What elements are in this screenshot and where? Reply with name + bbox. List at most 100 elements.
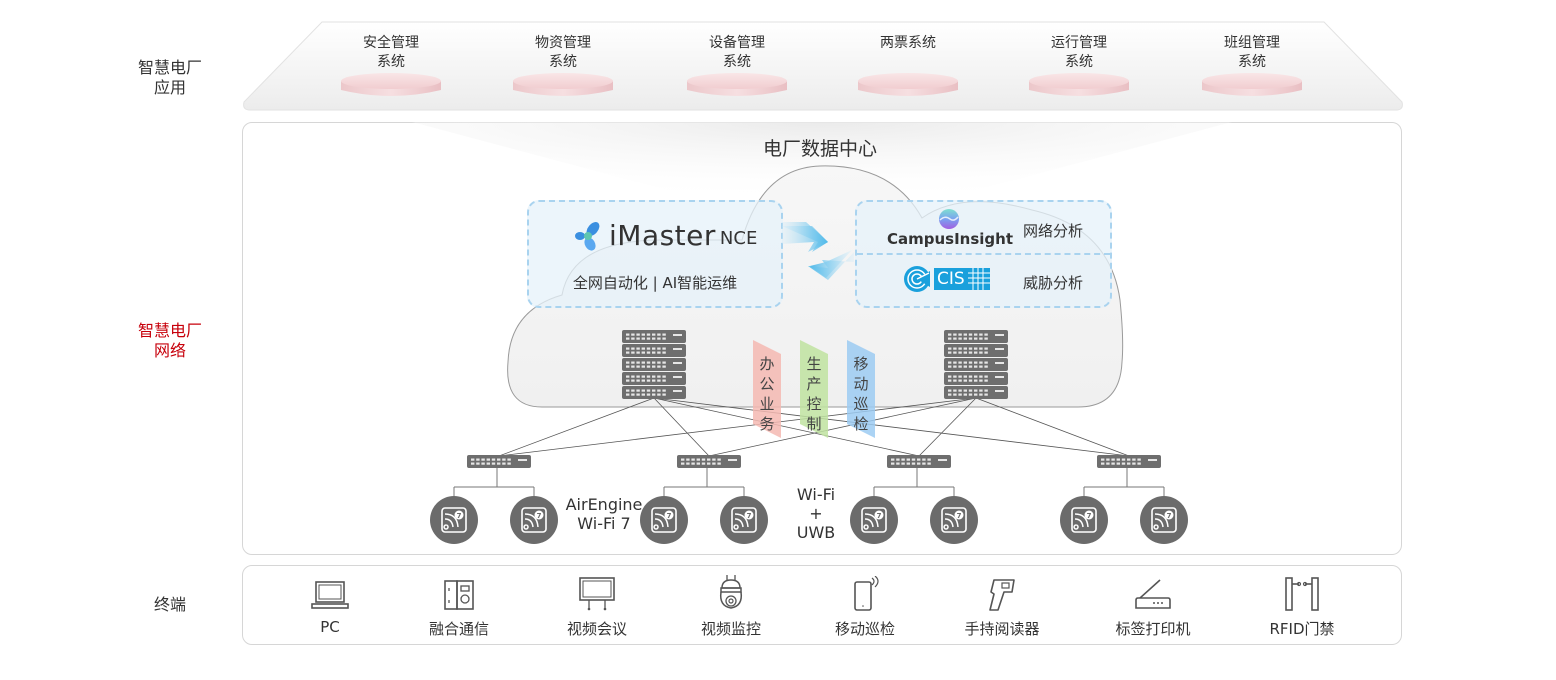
datacenter-title: 电厂数据中心 [762,138,877,160]
svg-text:7: 7 [957,512,962,520]
wifi7-access-point-icon: 7 [720,496,768,544]
app-item-label-line2: 系统 [1065,54,1093,70]
wifi7-access-point-icon: 7 [1140,496,1188,544]
app-item[interactable]: 运行管理系统 [1024,34,1134,72]
svg-text:7: 7 [747,512,752,520]
airengine-label-line2: Wi-Fi 7 [577,514,631,533]
terminal-item[interactable]: 融合通信 [399,574,519,639]
wifi-uwb-label-line3: UWB [796,523,836,542]
app-platform-disc [858,73,958,96]
uplink-line [653,397,710,457]
wifi7-access-point-icon: 7 [930,496,978,544]
terminal-label: 手持阅读器 [964,620,1040,638]
wifi7-access-point-icon: 7 [510,496,558,544]
app-item-label-line1: 物资管理 [535,35,591,51]
service-tag-label: 生产控制 [806,355,822,433]
access-switch-icon [1097,455,1161,468]
uplink-line [653,397,920,457]
row-label-network-line2: 网络 [153,341,186,360]
svg-text:7: 7 [667,512,672,520]
airengine-label-line1: AirEngine [565,495,643,514]
campusinsight-brand: CampusInsight [887,230,1014,248]
access-switch-icon [677,455,741,468]
app-item-label-line2: 系统 [1238,54,1266,70]
threat-analysis-label: 威胁分析 [1023,274,1084,292]
app-platform-disc [1029,73,1129,96]
terminal-label: 移动巡检 [834,620,895,638]
terminal-item[interactable]: 移动巡检 [805,574,925,639]
svg-text:7: 7 [537,512,542,520]
terminal-label: 视频会议 [566,620,627,638]
intercom-icon [399,574,519,612]
wifi7-access-point-icon: 7 [640,496,688,544]
airengine-label: AirEngine Wi-Fi 7 [560,495,648,533]
svg-text:7: 7 [1087,512,1092,520]
terminal-label: PC [320,618,340,636]
terminal-label: 标签打印机 [1115,620,1191,638]
wifi-uwb-label: Wi-Fi + UWB [788,485,844,542]
app-item-label-line2: 系统 [377,54,405,70]
terminal-item[interactable]: 视频监控 [671,574,791,639]
app-platform-disc [513,73,613,96]
terminal-item[interactable]: 视频会议 [537,574,657,639]
service-tag: 生产控制 [800,340,828,438]
terminal-item[interactable]: 手持阅读器 [942,574,1062,639]
app-item[interactable]: 设备管理系统 [682,34,792,72]
cis-grid-icon [967,268,990,290]
dome-camera-icon [671,574,791,612]
core-switch-rack-icon [622,330,686,399]
app-item[interactable]: 安全管理系统 [336,34,446,72]
app-item-label-line1: 安全管理 [363,35,419,51]
row-label-application-line2: 应用 [153,78,186,97]
row-label-application: 智慧电厂 应用 [110,58,230,98]
campusinsight-logo-icon [939,209,959,229]
laptop-icon [270,574,390,612]
uplink-line [498,397,977,457]
service-tag: 办公业务 [753,340,781,438]
row-label-terminal: 终端 [153,595,186,614]
rfid-gate-icon [1242,574,1362,612]
wifi7-access-point-icon: 7 [850,496,898,544]
video-conference-screen-icon [537,574,657,612]
app-item[interactable]: 班组管理系统 [1197,34,1307,72]
service-tag-ribbon [753,340,781,438]
row-label-network-line1: 智慧电厂 [137,321,202,340]
app-platform-disc [687,73,787,96]
app-platform-disc [1202,73,1302,96]
terminal-label: RFID门禁 [1269,620,1335,638]
access-switch-icon [887,455,951,468]
panel-divider [857,253,1110,255]
app-item-label-line1: 运行管理 [1051,35,1107,51]
label-printer-icon [1093,574,1213,612]
app-item[interactable]: 物资管理系统 [508,34,618,72]
access-switch-icon [467,455,531,468]
terminal-item[interactable]: 标签打印机 [1093,574,1213,639]
analysis-panel[interactable]: CampusInsight 网络分析 CIS 威胁分析 [855,200,1112,308]
svg-text:7: 7 [457,512,462,520]
imaster-brand: iMaster [609,219,716,252]
service-tag-ribbon [800,340,828,438]
app-item-label-line2: 系统 [549,54,577,70]
terminal-item[interactable]: PC [270,574,390,636]
wifi-uwb-label-line2: + [809,504,823,523]
app-item[interactable]: 两票系统 [853,34,963,53]
terminal-label: 视频监控 [700,620,761,638]
imaster-nce-panel[interactable]: iMaster NCE 全网自动化 | AI智能运维 [527,200,783,308]
svg-text:7: 7 [877,512,882,520]
app-platform-disc [341,73,441,96]
svg-text:7: 7 [1167,512,1172,520]
handheld-scanner-icon [942,574,1062,612]
imaster-suffix: NCE [719,228,758,249]
service-tag: 移动巡检 [847,340,875,438]
network-analysis-label: 网络分析 [1023,222,1084,240]
mobile-phone-icon [805,574,925,612]
app-item-label-line1: 两票系统 [880,35,936,51]
cis-brand: CIS [934,268,968,290]
terminal-item[interactable]: RFID门禁 [1242,574,1362,639]
uplink-line [708,397,977,457]
service-tag-ribbon [847,340,875,438]
imaster-logo-icon [575,221,600,251]
wifi-uwb-label-line1: Wi-Fi [796,485,836,504]
row-label-network: 智慧电厂 网络 [110,321,230,361]
cis-radar-icon [904,266,930,292]
